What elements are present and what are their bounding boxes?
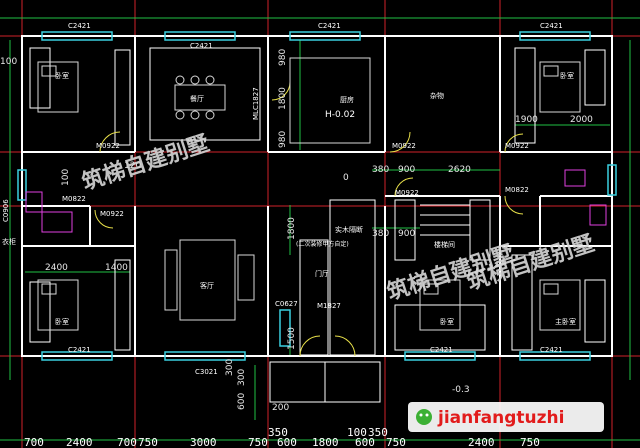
bottom-dim-4: 750 [138,436,158,448]
level-zero: 0 [343,173,349,183]
bottom-dim-12: 750 [520,436,540,448]
window-label-side-left: C0906 [2,199,10,222]
bottom-dim-5: 3000 [190,436,217,448]
room-dining: 餐厅 [190,94,204,103]
dim-200: 200 [272,403,289,413]
room-bed-tl: 卧室 [55,71,69,80]
door-m0822-a: M0822 [62,195,86,203]
dim-2620: 2620 [448,165,471,175]
bottom-dim-6: 750 [248,436,268,448]
window-label-dining: C2421 [190,42,213,50]
dimension-labels: 980 1800 980 380 900 2620 1900 2000 380 … [0,49,593,413]
dim-380-a: 380 [372,165,389,175]
bottom-sub-dim-1: 350 [268,426,288,439]
watermark-1: 筑梯自建别墅 [79,130,213,196]
dim-120: 120 [124,161,141,171]
room-master: 主卧室 [555,317,576,326]
window-labels: C2421 C2421 C2421 C2421 C2421 C3021 C242… [2,22,563,376]
dim-1800: 1800 [278,87,288,110]
dim-900-a: 900 [398,165,415,175]
bathroom-fixtures [25,169,607,233]
room-stair: 楼梯间 [434,240,455,249]
dim-100-top: 100 [0,57,17,67]
dim-1500: 1500 [287,327,297,350]
bottom-dim-1: 700 [24,436,44,448]
room-living: 客厅 [200,281,214,290]
level-minus03: -0.3 [452,385,470,395]
room-kitchen: 厨房 [340,95,354,104]
door-labels: M0922 M0922 M0922 M0922 M0922 M0822 M082… [62,87,529,310]
room-foyer: 门厅 [315,269,329,278]
window-label-bottom-mid: C2421 [430,346,453,354]
window-label-bottom-right: C2421 [540,346,563,354]
dim-2000: 2000 [570,115,593,125]
watermarks: 筑梯自建别墅 筑梯自建别墅 筑梯自建别墅 [79,130,598,306]
dim-300: 300 [225,359,235,376]
windows [17,31,617,361]
bottom-dim-11: 2400 [468,436,495,448]
dim-100-a: 100 [61,169,71,186]
door-m0922-b: M0922 [392,142,416,150]
window-label-top-mid: C2421 [318,22,341,30]
bottom-sub-dim-2: 100 [347,426,367,439]
wechat-icon [416,409,432,425]
window-label-bottom-left: C2421 [68,346,91,354]
bottom-dim-9: 600 [355,436,375,448]
bottom-dim-10: 750 [386,436,406,448]
door-m1827: M1827 [317,302,341,310]
dim-1900: 1900 [515,115,538,125]
dim-380-b: 380 [372,229,389,239]
room-bed-bm: 卧室 [440,317,454,326]
door-m0822-b: M0822 [505,186,529,194]
dimension-lines [0,17,640,441]
brand-badge: jianfangtuzhi [408,402,604,432]
room-bed-tr: 卧室 [560,71,574,80]
bottom-dim-8: 1800 [312,436,339,448]
window-label-entry-small: C0627 [275,300,298,308]
room-left-edge: 衣柜 [2,237,16,246]
room-partition-note: (二次装修甲方自定) [296,240,349,248]
dim-1400: 1400 [105,263,128,273]
window-label-bottom-mid-left: C3021 [195,368,218,376]
dim-2400-left: 2400 [45,263,68,273]
door-mlc1827: MLC1827 [252,87,260,120]
door-m0922-c: M0922 [505,142,529,150]
dim-980-b: 980 [278,131,288,148]
room-storage: 杂物 [430,91,444,100]
bottom-dim-3: 700 [117,436,137,448]
door-m0922-d: M0922 [100,210,124,218]
dim-600: 600 [237,393,247,410]
bottom-dim-7: 600 [277,436,297,448]
room-bed-bl: 卧室 [55,317,69,326]
doors [94,81,524,357]
bottom-dim-2: 2400 [66,436,93,448]
dim-980-a: 980 [278,49,288,66]
bottom-sub-dim-3: 350 [368,426,388,439]
door-m0922-a: M0922 [96,142,120,150]
room-labels: 卧室 卧室 卧室 餐厅 厨房 H-0.02 杂物 客厅 门厅 实木隔断 (二次装… [2,71,576,326]
dim-300-b: 300 [237,369,247,386]
window-label-top-right: C2421 [540,22,563,30]
brand-text: jianfangtuzhi [437,408,564,428]
room-partition: 实木隔断 [335,225,363,234]
furniture [37,57,581,331]
dim-1800-v: 1800 [287,217,297,240]
door-m0922-e: M0922 [395,189,419,197]
interior-details [29,47,606,403]
bottom-dimensions: 700 2400 700 750 3000 750 600 1800 600 7… [24,426,540,448]
walls [21,35,613,357]
dim-900-b: 900 [398,229,415,239]
kitchen-level: H-0.02 [325,110,355,120]
window-label-top-left: C2421 [68,22,91,30]
